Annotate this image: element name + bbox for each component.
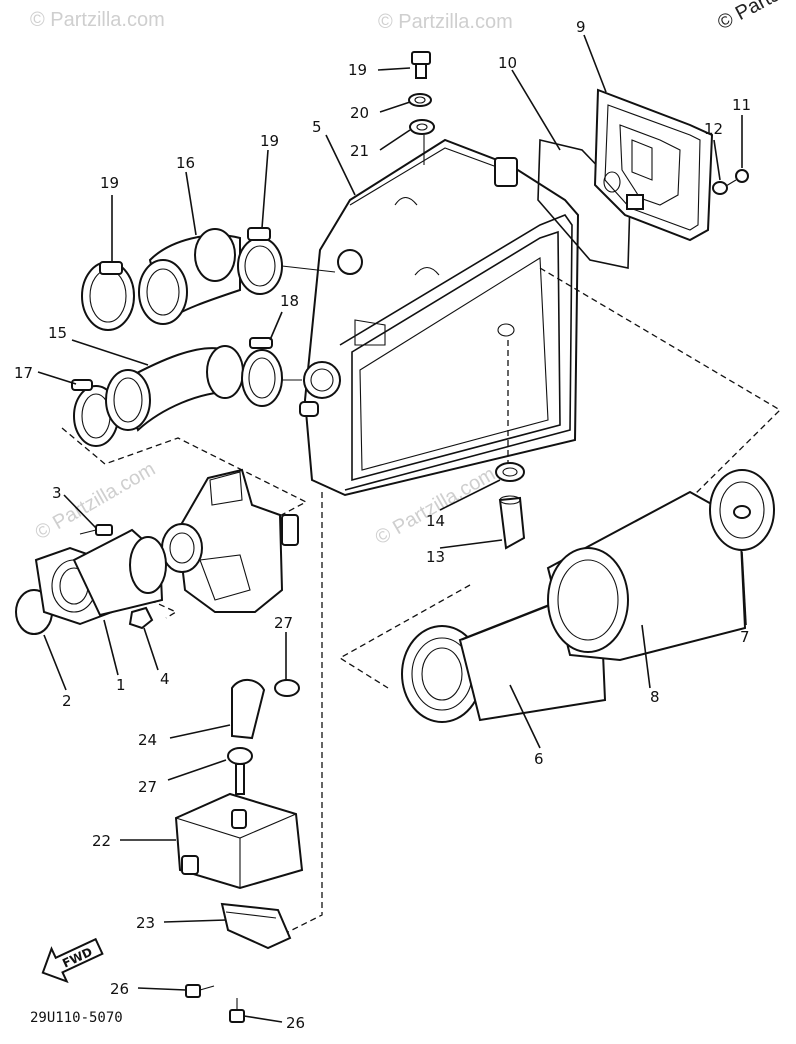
callout-12: 12 — [704, 120, 723, 138]
callout-4: 4 — [160, 670, 170, 688]
callout-21: 20 — [350, 104, 369, 122]
callout-6: 6 — [534, 750, 544, 768]
diagram-code: 29U110-5070 — [30, 1010, 123, 1026]
callout-27-bottom: 27 — [138, 778, 157, 796]
assembly-line-1 — [61, 427, 308, 521]
callout-5: 5 — [312, 118, 322, 136]
callout-2: 2 — [62, 692, 72, 710]
cover-screw-assembly — [712, 169, 749, 195]
air-box-cover — [537, 88, 714, 269]
callout-11: 11 — [732, 96, 751, 114]
top-bolt-assembly — [408, 51, 435, 165]
callout-24: 23 — [136, 914, 155, 932]
callout-14: 14 — [426, 512, 445, 530]
callout-1: 1 — [116, 676, 126, 694]
callout-13: 13 — [426, 548, 445, 566]
callout-26-right: 26 — [286, 1014, 305, 1032]
callout-19-right: 19 — [260, 132, 279, 150]
callout-22: 21 — [350, 142, 369, 160]
callout-7: 7 — [740, 628, 750, 646]
breather-assembly — [174, 679, 304, 1023]
callout-15: 15 — [48, 324, 67, 342]
intake-manifold — [15, 524, 167, 635]
watermark-1: © Partzilla.com — [30, 9, 165, 31]
callout-10: 10 — [498, 54, 517, 72]
leader-lines — [37, 34, 747, 1023]
air-joint-lower — [71, 337, 302, 447]
fwd-arrow: FWD — [41, 937, 104, 984]
assembly-line-3 — [539, 267, 782, 599]
callout-17: 17 — [14, 364, 33, 382]
callout-18: 18 — [280, 292, 299, 310]
assembly-line-2 — [281, 492, 323, 936]
air-filter-element — [401, 469, 775, 723]
callout-23: 22 — [92, 832, 111, 850]
callout-26-left: 26 — [110, 980, 129, 998]
callout-3: 3 — [52, 484, 62, 502]
callout-9: 9 — [576, 18, 586, 36]
air-box — [299, 138, 580, 497]
callout-8: 8 — [650, 688, 660, 706]
air-joint-upper — [81, 227, 336, 331]
watermark-corner: © Parts — [714, 0, 783, 34]
callout-20: 19 — [348, 61, 367, 79]
callout-27-top: 27 — [274, 614, 293, 632]
drain-plug-assembly — [495, 462, 526, 550]
callout-19-left: 19 — [100, 174, 119, 192]
callouts: 5 10 9 12 11 19 20 21 16 19 19 18 15 17 … — [14, 18, 751, 1032]
callout-16: 16 — [176, 154, 195, 172]
carburetor — [161, 468, 299, 613]
callout-25: 24 — [138, 731, 157, 749]
watermark-2: © Partzilla.com — [378, 11, 513, 33]
